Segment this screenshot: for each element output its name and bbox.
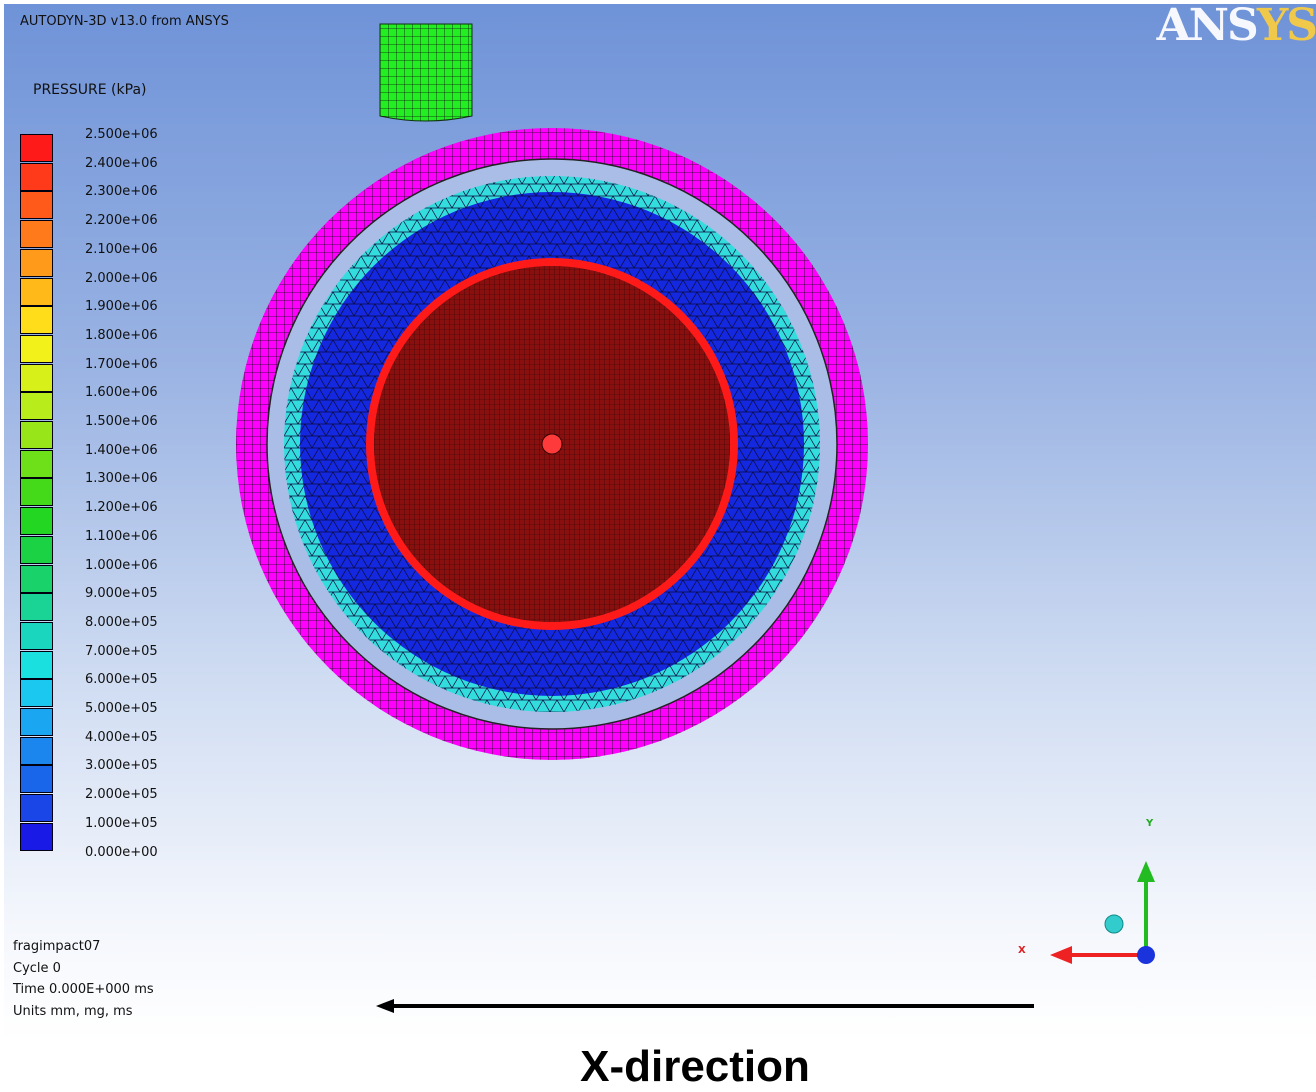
- legend-tick-label: 1.100e+06: [85, 528, 158, 544]
- cycle-readout: Cycle 0: [13, 961, 61, 976]
- legend-swatch: [20, 478, 53, 507]
- legend-tick-label: 2.300e+06: [85, 184, 158, 200]
- legend-swatch: [20, 220, 53, 249]
- legend-swatch: [20, 134, 53, 162]
- legend-tick-label: 9.000e+05: [85, 586, 158, 602]
- time-readout: Time 0.000E+000 ms: [13, 982, 154, 997]
- legend-tick-label: 7.000e+05: [85, 643, 158, 659]
- legend-swatch: [20, 621, 53, 650]
- pressure-legend-bar: [20, 134, 54, 852]
- legend-tick-label: 2.400e+06: [85, 155, 158, 171]
- y-axis-label: Y: [1146, 818, 1154, 829]
- legend-swatch: [20, 306, 53, 335]
- legend-swatch: [20, 650, 53, 679]
- legend-tick-label: 1.900e+06: [85, 299, 158, 315]
- legend-tick-label: 1.500e+06: [85, 414, 158, 429]
- units-readout: Units mm, mg, ms: [13, 1004, 133, 1019]
- x-direction-arrow: [376, 999, 1034, 1013]
- legend-tick-label: 1.200e+06: [85, 500, 158, 516]
- legend-tick-label: 3.000e+05: [85, 758, 158, 774]
- legend-swatch: [20, 162, 53, 191]
- x-direction-caption: X-direction: [580, 1042, 810, 1091]
- legend-tick-label: 5.000e+05: [85, 701, 158, 716]
- legend-tick-label: 0.000e+00: [85, 844, 158, 860]
- x-axis-label: X: [1018, 945, 1026, 956]
- legend-swatch: [20, 334, 53, 363]
- legend-swatch: [20, 794, 53, 823]
- legend-swatch: [20, 248, 53, 277]
- legend-tick-label: 2.100e+06: [85, 241, 158, 257]
- legend-tick-label: 2.500e+06: [85, 127, 158, 142]
- legend-swatch: [20, 363, 53, 392]
- legend-swatch: [20, 736, 53, 765]
- legend-tick-label: 1.600e+06: [85, 385, 158, 401]
- legend-tick-label: 1.000e+05: [85, 815, 158, 831]
- model-name: fragimpact07: [13, 939, 101, 954]
- legend-swatch: [20, 392, 53, 421]
- legend-tick-label: 1.400e+06: [85, 442, 158, 458]
- app-title: AUTODYN-3D v13.0 from ANSYS: [20, 14, 229, 29]
- legend-tick-label: 1.000e+06: [85, 557, 158, 573]
- legend-tick-label: 8.000e+05: [85, 614, 158, 630]
- graphics-viewport[interactable]: AUTODYN-3D v13.0 from ANSYS ANSYS PRESSU…: [4, 4, 1316, 1040]
- legend-tick-label: 2.200e+06: [85, 213, 158, 229]
- legend-tick-label: 2.000e+05: [85, 787, 158, 803]
- legend-swatch: [20, 535, 53, 564]
- ansys-logo: ANSYS: [1156, 4, 1316, 51]
- legend-swatch: [20, 679, 53, 708]
- legend-swatch: [20, 449, 53, 478]
- legend-swatch: [20, 191, 53, 220]
- legend-title: PRESSURE (kPa): [33, 82, 147, 98]
- legend-tick-label: 6.000e+05: [85, 672, 158, 688]
- legend-swatch: [20, 593, 53, 622]
- legend-swatch: [20, 507, 53, 536]
- projectile-block[interactable]: [379, 23, 473, 122]
- legend-swatch: [20, 564, 53, 593]
- legend-tick-label: 1.800e+06: [85, 327, 158, 343]
- legend-swatch: [20, 421, 53, 449]
- mesh-model[interactable]: [4, 4, 1316, 1040]
- legend-tick-label: 1.300e+06: [85, 471, 158, 487]
- legend-swatch: [20, 822, 53, 851]
- explosive-core[interactable]: [374, 266, 730, 622]
- legend-tick-label: 1.700e+06: [85, 356, 158, 372]
- legend-swatch: [20, 277, 53, 306]
- legend-tick-label: 2.000e+06: [85, 270, 158, 286]
- legend-tick-label: 4.000e+05: [85, 729, 158, 745]
- legend-swatch: [20, 708, 53, 736]
- legend-swatch: [20, 765, 53, 794]
- axis-triad: [1050, 861, 1155, 964]
